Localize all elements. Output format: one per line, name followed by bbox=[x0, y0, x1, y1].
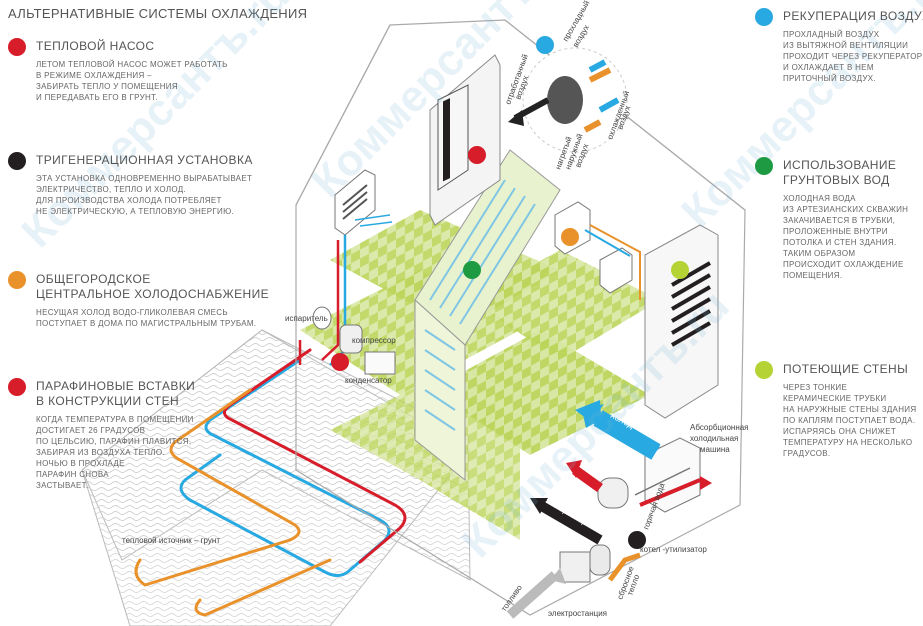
legend-text-line: ПРИТОЧНЫЙ ВОЗДУХ. bbox=[783, 74, 876, 83]
absorption-label-1: Абсорбционная bbox=[690, 423, 749, 432]
legend-text-line: ПРОЛОЖЕННЫЕ ВНУТРИ bbox=[783, 227, 888, 236]
diagram-markers bbox=[331, 36, 689, 549]
legend-text-line: ПОТОЛКА И СТЕН ЗДАНИЯ. bbox=[783, 238, 897, 247]
legend-text-line: ПРОИСХОДИТ ОХЛАЖДЕНИЕ bbox=[783, 260, 904, 269]
legend-text-line: ИЗ АРТЕЗИАНСКИХ СКВАЖИН bbox=[783, 205, 909, 214]
legend-text-line: ПРОХЛАДНЫЙ ВОЗДУХ bbox=[783, 30, 880, 39]
recuperator-unit bbox=[508, 47, 628, 153]
ground-loop-pipes bbox=[134, 348, 407, 617]
legend-text-line: ПОСТУПАЕТ В ДОМА ПО МАГИСТРАЛЬНЫМ ТРУБАМ… bbox=[36, 319, 257, 328]
page-title: АЛЬТЕРНАТИВНЫЕ СИСТЕМЫ ОХЛАЖДЕНИЯ bbox=[8, 6, 308, 21]
legend-text-line: ЗАКАЧИВАЕТСЯ В ТРУБКИ, bbox=[783, 216, 896, 225]
legend-dot bbox=[8, 271, 26, 289]
legend-text-line: И ПЕРЕДАВАТЬ ЕГО В ГРУНТ. bbox=[36, 93, 158, 102]
legend-text-line: ПОМЕЩЕНИЯ. bbox=[783, 271, 843, 280]
absorption-label-3: машина bbox=[700, 445, 730, 454]
legend-heading: РЕКУПЕРАЦИЯ ВОЗДУХА bbox=[783, 9, 923, 23]
legend-text-line: НА НАРУЖНЫЕ СТЕНЫ ЗДАНИЯ bbox=[783, 405, 917, 414]
legend-text-line: В РЕЖИМЕ ОХЛАЖДЕНИЯ – bbox=[36, 71, 152, 80]
legend-text-line: ЗАСТЫВАЕТ. bbox=[36, 481, 89, 490]
legend-text-line: ЧЕРЕЗ ТОНКИЕ bbox=[783, 383, 848, 392]
legend-heading: ПОТЕЮЩИЕ СТЕНЫ bbox=[783, 362, 909, 376]
legend-text-line: ХОЛОДНАЯ ВОДА bbox=[783, 194, 856, 203]
ac-unit bbox=[334, 169, 393, 236]
legend-text-line: ПО КАПЛЯМ ПОСТУПАЕТ ВОДА. bbox=[783, 416, 916, 425]
legend-heading: ТЕПЛОВОЙ НАСОС bbox=[36, 39, 155, 53]
legend-heading: ОБЩЕГОРОДСКОЕ bbox=[36, 272, 151, 286]
legend-dot bbox=[8, 152, 26, 170]
legend-text-line: НЕСУЩАЯ ХОЛОД ВОДО-ГЛИКОЛЕВАЯ СМЕСЬ bbox=[36, 308, 228, 317]
legend-text-line: ДОСТИГАЕТ 26 ГРАДУСОВ bbox=[36, 426, 146, 435]
legend-heading: ИСПОЛЬЗОВАНИЕ bbox=[783, 158, 897, 172]
evaporator-label: испаритель bbox=[285, 314, 328, 323]
power-station-label: электростанция bbox=[548, 609, 607, 618]
exhaust-heat-pipe bbox=[608, 552, 641, 582]
legend-text-line: ЭЛЕКТРИЧЕСТВО, ТЕПЛО И ХОЛОД. bbox=[36, 185, 186, 194]
legend-text-line: ИЗ ВЫТЯЖНОЙ ВЕНТИЛЯЦИИ bbox=[783, 41, 909, 50]
legend-heading: В КОНСТРУКЦИИ СТЕН bbox=[36, 394, 180, 408]
legend-text-line: ГРАДУСОВ. bbox=[783, 449, 831, 458]
heat-pump-devices bbox=[312, 306, 396, 375]
legend-text-line: ТЕМПЕРАТУРУ НА НЕСКОЛЬКО bbox=[783, 438, 913, 447]
cold-arrow bbox=[575, 400, 661, 460]
legend-text-line: ПРОХОДИТ ЧЕРЕЗ РЕКУПЕРАТОР bbox=[783, 52, 923, 61]
legend-dot bbox=[8, 38, 26, 56]
heat-arrow bbox=[566, 460, 603, 493]
legend-text-line: ЭТА УСТАНОВКА ОДНОВРЕМЕННО ВЫРАБАТЫВАЕТ bbox=[36, 174, 253, 183]
legend-text-line: И ОХЛАЖДАЕТ В НЕМ bbox=[783, 63, 874, 72]
heat-pump-pipes bbox=[298, 235, 347, 366]
legend-text-line: КОГДА ТЕМПЕРАТУРА В ПОМЕЩЕНИИ bbox=[36, 415, 194, 424]
trigeneration-plant bbox=[559, 437, 712, 583]
compressor-label: компрессор bbox=[352, 336, 396, 345]
legend-text-line: ДЛЯ ПРОИЗВОДСТВА ХОЛОДА ПОТРЕБЛЯЕТ bbox=[36, 196, 222, 205]
legend-text-line: КЕРАМИЧЕСКИЕ ТРУБКИ bbox=[783, 394, 887, 403]
boiler-label: котел -утилизатор bbox=[640, 545, 707, 554]
absorption-label-2: холодильная bbox=[690, 434, 738, 443]
inner-wall bbox=[414, 149, 561, 482]
legend-text-line: ЗАБИРАТЬ ТЕПЛО У ПОМЕЩЕНИЯ bbox=[36, 82, 178, 91]
legend-text-line: ПАРАФИН СНОВА bbox=[36, 470, 109, 479]
legend-dot bbox=[755, 157, 773, 175]
legend-dot bbox=[8, 378, 26, 396]
legend-heading: ЦЕНТРАЛЬНОЕ ХОЛОДОСНАБЖЕНИЕ bbox=[36, 287, 270, 301]
legend-text-line: ИСПАРЯЯСЬ ОНА СНИЖЕТ bbox=[783, 427, 897, 436]
fuel-arrow bbox=[506, 568, 566, 619]
legend-text-line: ПО ЦЕЛЬСИЮ, ПАРАФИН ПЛАВИТСЯ, bbox=[36, 437, 192, 446]
legend-heading: ТРИГЕНЕРАЦИОННАЯ УСТАНОВКА bbox=[36, 153, 253, 167]
legend-text-line: ЛЕТОМ ТЕПЛОВОЙ НАСОС МОЖЕТ РАБОТАТЬ bbox=[36, 60, 228, 69]
wall-panel-cabinet bbox=[429, 54, 501, 226]
ground-source-label: тепловой источник – грунт bbox=[122, 536, 220, 545]
legend-dot bbox=[755, 361, 773, 379]
sweating-wall-radiator bbox=[644, 224, 719, 419]
legend-text-line: ЗАБИРАЯ ИЗ ВОЗДУХА ТЕПЛО. bbox=[36, 448, 165, 457]
electricity-arrow bbox=[530, 498, 603, 545]
condenser-label: конденсатор bbox=[345, 376, 392, 385]
legend-text-line: ТАКИМ ОБРАЗОМ bbox=[783, 249, 856, 258]
legend-text-line: НЕ ЭЛЕКТРИЧЕСКУЮ, А ТЕПЛОВУЮ ЭНЕРГИЮ. bbox=[36, 207, 234, 216]
legend-heading: ПАРАФИНОВЫЕ ВСТАВКИ bbox=[36, 379, 196, 393]
legend-heading: ГРУНТОВЫХ ВОД bbox=[783, 173, 890, 187]
legend-dot bbox=[755, 8, 773, 26]
legend-text-line: НОЧЬЮ В ПРОХЛАДЕ bbox=[36, 459, 125, 468]
